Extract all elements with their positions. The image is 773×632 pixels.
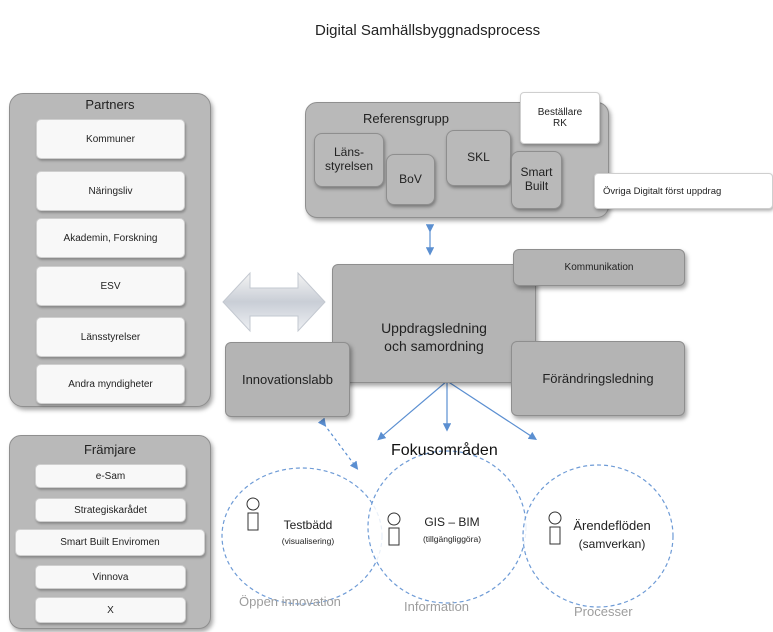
partner-item: Akademin, Forskning	[36, 218, 185, 258]
kommunikation-box: Kommunikation	[513, 249, 685, 286]
partner-item: ESV	[36, 266, 185, 306]
oppen-innovation-label: Öppen innovation	[239, 594, 341, 609]
partner-item: Länsstyrelser	[36, 317, 185, 357]
referensgrupp-title: Referensgrupp	[363, 111, 449, 126]
framjare-item: e-Sam	[35, 464, 186, 488]
person-icon	[387, 512, 401, 546]
ovriga-box: Övriga Digitalt först uppdrag	[594, 173, 773, 209]
partner-item: Kommuner	[36, 119, 185, 159]
uppdragsledning-box: Uppdragsledning och samordning	[332, 264, 536, 383]
circle-arendefloden	[522, 464, 674, 608]
framjare-item: Strategiskarådet	[35, 498, 186, 522]
smart-built-box: Smart Built	[511, 151, 562, 209]
framjare-panel: Främjare e-Sam Strategiskarådet Smart Bu…	[9, 435, 211, 629]
partner-item: Andra myndigheter	[36, 364, 185, 404]
partner-item: Näringsliv	[36, 171, 185, 211]
gis-bim-title: GIS – BIM	[424, 515, 480, 529]
framjare-item: X	[35, 597, 186, 623]
information-label: Information	[404, 599, 470, 614]
testbadd-title: Testbädd	[283, 518, 333, 532]
innovation-testbadd-arrow	[317, 417, 359, 470]
referensgrupp-panel: Referensgrupp Läns- styrelsen BoV SKL Sm…	[305, 92, 609, 218]
arendefloden-subtitle: (samverkan)	[578, 537, 646, 551]
arendefloden-title: Ärendeflöden	[573, 518, 651, 533]
bestallare-box: Beställare RK	[520, 92, 600, 144]
testbadd-subtitle: (visualisering)	[281, 536, 335, 546]
fan-arrow-left	[377, 380, 448, 441]
bov-box: BoV	[386, 154, 435, 205]
diagram-title: Digital Samhällsbyggnadsprocess	[315, 22, 541, 39]
person-icon	[548, 511, 562, 545]
partners-title: Partners	[85, 97, 135, 112]
gis-bim-subtitle: (tillgängliggöra)	[422, 534, 482, 544]
partners-panel: Partners Kommuner Näringsliv Akademin, F…	[9, 93, 211, 407]
framjare-title: Främjare	[83, 442, 136, 457]
framjare-item: Smart Built Enviromen	[15, 529, 205, 556]
skl-box: SKL	[446, 130, 511, 186]
double-arrow-icon	[222, 271, 326, 333]
processer-label: Processer	[574, 604, 633, 619]
innovationslabb-box: Innovationslabb	[225, 342, 350, 417]
person-icon	[246, 497, 260, 531]
framjare-item: Vinnova	[35, 565, 186, 589]
lansstyrelsen-box: Läns- styrelsen	[314, 133, 384, 187]
fan-arrow-right	[446, 380, 538, 440]
forandringsledning-box: Förändringsledning	[511, 341, 685, 416]
fokusomraden-title: Fokusområden	[391, 442, 498, 459]
